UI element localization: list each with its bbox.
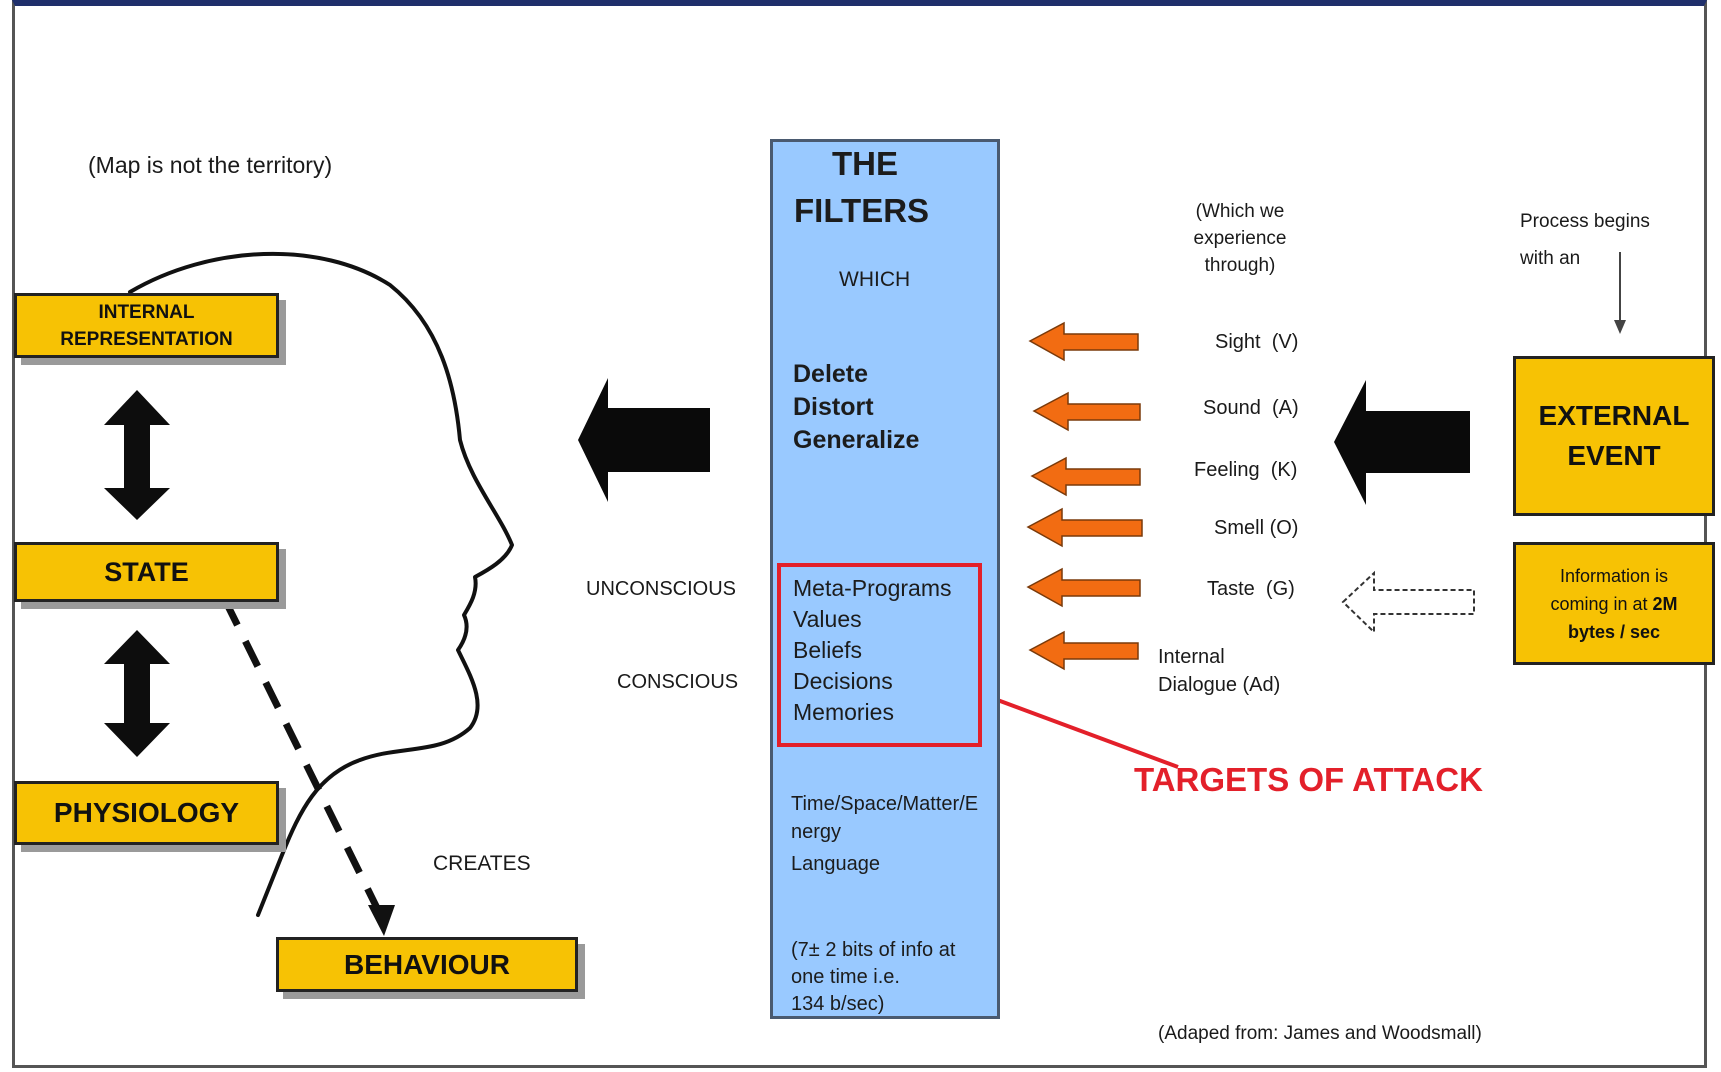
internal-representation-label: INTERNAL REPRESENTATION xyxy=(60,301,233,350)
source-credit: (Adaped from: James and Woodsmall) xyxy=(1158,1023,1482,1044)
behaviour-box: BEHAVIOUR xyxy=(276,937,578,992)
information-rate-prefix: Information is coming in at xyxy=(1550,565,1669,614)
hollow-dashed-arrow xyxy=(1341,570,1475,635)
physiology-label: PHYSIOLOGY xyxy=(53,797,240,828)
filters-which: WHICH xyxy=(839,268,911,291)
targets-highlight-box xyxy=(777,563,982,747)
filters-targets-list: Meta-Programs Values Beliefs Decisions M… xyxy=(793,573,951,728)
physiology-box: PHYSIOLOGY xyxy=(14,781,279,845)
filter-beliefs: Beliefs xyxy=(793,637,863,663)
filter-meta-programs: Meta-Programs xyxy=(793,575,952,601)
orange-arrow-taste xyxy=(1026,567,1141,608)
process-pointer-arrowhead xyxy=(1614,320,1626,334)
filters-time-space: Time/Space/Matter/E nergy xyxy=(791,793,979,843)
behaviour-label: BEHAVIOUR xyxy=(344,948,510,980)
orange-arrow-feeling xyxy=(1030,456,1141,497)
sense-taste: Taste (G) xyxy=(1207,578,1295,600)
filters-action-distort: Distort xyxy=(793,393,874,421)
information-rate-text: Information is coming in at 2M bytes / s… xyxy=(1550,562,1677,646)
senses-header: (Which we experience through) xyxy=(1193,201,1287,276)
filters-bits-note: (7± 2 bits of info at one time i.e. 134 … xyxy=(791,939,956,1015)
filters-language: Language xyxy=(791,853,880,875)
diagram-frame xyxy=(12,0,1707,1068)
state-box: STATE xyxy=(14,542,279,602)
orange-arrow-sound xyxy=(1032,391,1141,432)
filter-values: Values xyxy=(793,606,862,632)
targets-of-attack-label: TARGETS OF ATTACK xyxy=(1134,761,1483,798)
map-territory-note: (Map is not the territory) xyxy=(88,152,333,178)
filters-action-generalize: Generalize xyxy=(793,426,920,454)
filters-action-delete: Delete xyxy=(793,360,869,388)
conscious-label: CONSCIOUS xyxy=(617,671,739,693)
filter-decisions: Decisions xyxy=(793,668,893,694)
filter-memories: Memories xyxy=(793,699,894,725)
double-arrow-lower-icon xyxy=(104,630,170,757)
information-rate-box: Information is coming in at 2M bytes / s… xyxy=(1513,542,1715,665)
sense-internal-dialogue: Internal Dialogue (Ad) xyxy=(1158,646,1281,696)
dashed-connector xyxy=(221,598,382,912)
filters-title-line1: THE xyxy=(832,145,898,182)
big-black-arrow-left xyxy=(578,378,710,502)
external-event-box: EXTERNAL EVENT xyxy=(1513,356,1715,516)
information-rate-value: 2M bytes / sec xyxy=(1567,593,1678,642)
orange-arrow-smell xyxy=(1026,507,1143,548)
filters-column xyxy=(770,139,1000,1019)
sense-feeling: Feeling (K) xyxy=(1194,459,1298,481)
dashed-connector-arrowhead xyxy=(368,905,395,936)
big-black-arrow-right-source xyxy=(1334,380,1470,505)
sense-sight: Sight (V) xyxy=(1215,331,1299,353)
double-arrow-upper-icon xyxy=(104,390,170,520)
internal-representation-box: INTERNAL REPRESENTATION xyxy=(14,293,279,358)
state-label: STATE xyxy=(104,556,189,587)
attack-connector-line xyxy=(983,693,1179,769)
orange-arrow-sight xyxy=(1028,321,1139,362)
creates-label: CREATES xyxy=(433,852,531,875)
orange-arrow-internal-dialogue xyxy=(1028,630,1139,671)
filters-title-line2: FILTERS xyxy=(794,192,930,229)
sense-smell: Smell (O) xyxy=(1214,517,1299,539)
external-event-label: EXTERNAL EVENT xyxy=(1538,400,1690,471)
sense-sound: Sound (A) xyxy=(1203,397,1299,419)
unconscious-label: UNCONSCIOUS xyxy=(586,578,737,600)
head-silhouette xyxy=(128,251,514,917)
process-begins-note: Process begins with an xyxy=(1520,211,1650,269)
orange-arrows xyxy=(1026,321,1143,671)
filters-actions: Delete Distort Generalize xyxy=(793,358,919,457)
